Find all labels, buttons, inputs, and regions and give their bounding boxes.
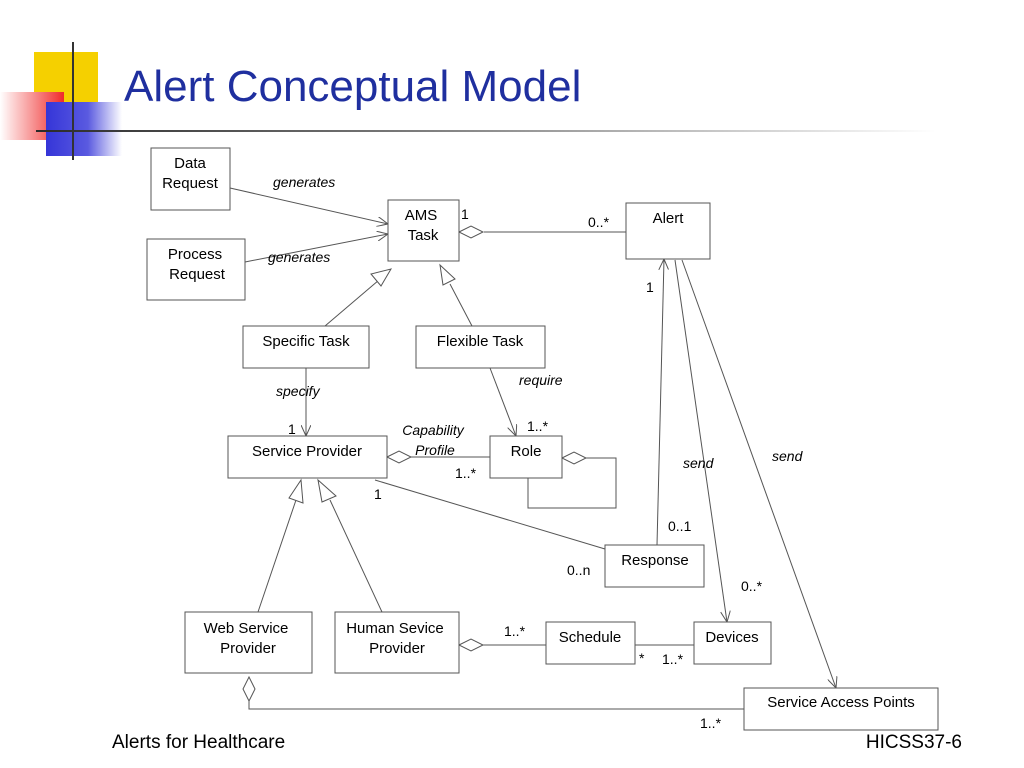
- multiplicity: 0..n: [567, 562, 590, 578]
- edge-web-sp-sap: [248, 701, 744, 710]
- label-generates: generates: [268, 249, 330, 265]
- box-web-service-provider: Web Service Provider: [184, 611, 313, 674]
- box-text: Alert: [653, 210, 685, 227]
- box-text: Role: [511, 443, 542, 460]
- edge-human-sp-sp: [329, 499, 383, 613]
- aggregation-diamond-web: [242, 675, 256, 703]
- box-text: Response: [621, 552, 689, 569]
- edge-sp-response: [374, 479, 606, 550]
- footer-right: HICSS37-6: [865, 732, 962, 753]
- edge-process-request-ams: [244, 234, 388, 263]
- multiplicity-labels: 1 0..* 1 1 1..* 1..* 1 0..1 0..n 0..* 1.…: [288, 206, 763, 731]
- edge-alert-devices: [674, 259, 727, 622]
- edge-flexible-task-ams: [449, 283, 473, 327]
- label-require: require: [519, 372, 563, 388]
- relationship-labels: generates generates specify require Capa…: [268, 174, 804, 471]
- aggregation-diamond-human: [457, 638, 485, 652]
- box-text: Service Provider: [252, 443, 362, 460]
- box-flexible-task: Flexible Task: [415, 325, 546, 369]
- box-role: Role: [489, 435, 563, 479]
- deco-blue-square: [46, 102, 122, 156]
- label-specify: specify: [276, 383, 321, 399]
- box-text: AMS: [405, 207, 438, 224]
- edge-specific-task-ams: [324, 279, 380, 327]
- label-generates: generates: [273, 174, 335, 190]
- edge-flexible-task-role: [489, 367, 516, 436]
- box-text: Process: [168, 246, 222, 263]
- box-text: Devices: [705, 629, 758, 646]
- label-capability: Capability: [402, 422, 464, 438]
- slide-title: Alert Conceptual Model: [124, 62, 582, 111]
- box-data-request: Data Request: [150, 147, 231, 211]
- multiplicity: 1: [374, 486, 382, 502]
- multiplicity: 1..*: [527, 418, 549, 434]
- box-text: Data: [174, 155, 206, 172]
- box-text: Request: [162, 175, 219, 192]
- box-devices: Devices: [693, 621, 772, 665]
- multiplicity: 1..*: [455, 465, 477, 481]
- generalization-triangle-human: [317, 478, 337, 503]
- edge-web-sp-sp: [257, 499, 297, 613]
- multiplicity: 1..*: [662, 651, 684, 667]
- box-alert: Alert: [625, 202, 711, 260]
- title-rule: [36, 130, 936, 132]
- generalization-triangle-web: [288, 478, 304, 504]
- label-profile: Profile: [415, 442, 455, 458]
- box-response: Response: [604, 544, 705, 588]
- box-text: Human Sevice: [346, 620, 444, 637]
- edge-role-self: [527, 457, 617, 509]
- aggregation-diamond-ams: [457, 225, 485, 239]
- box-service-provider: Service Provider: [227, 435, 388, 479]
- multiplicity: 0..1: [668, 518, 692, 534]
- generalization-triangle-specific: [370, 268, 393, 287]
- box-schedule: Schedule: [545, 621, 636, 665]
- connectors: [229, 187, 836, 710]
- edge-data-request-ams: [229, 187, 388, 224]
- multiplicity: 0..*: [588, 214, 610, 230]
- box-text: Flexible Task: [437, 333, 524, 350]
- box-text: Task: [408, 227, 439, 244]
- multiplicity: 1..*: [700, 715, 722, 731]
- aggregation-diamond-sp: [385, 450, 413, 464]
- aggregation-diamond-role: [560, 451, 588, 465]
- deco-vertical-line: [72, 42, 74, 160]
- multiplicity: 1: [461, 206, 469, 222]
- multiplicity: 1: [646, 279, 654, 295]
- box-text: Schedule: [559, 629, 622, 646]
- box-ams-task: AMS Task: [387, 199, 460, 262]
- box-specific-task: Specific Task: [242, 325, 370, 369]
- multiplicity: 0..*: [741, 578, 763, 594]
- box-human-service-provider: Human Sevice Provider: [334, 611, 460, 674]
- edge-alert-sap: [681, 259, 836, 688]
- multiplicity: 1..*: [504, 623, 526, 639]
- box-service-access-points: Service Access Points: [743, 687, 939, 731]
- edge-response-alert: [656, 259, 664, 546]
- box-text: Provider: [369, 640, 425, 657]
- box-text: Service Access Points: [767, 694, 915, 711]
- multiplicity: 1: [288, 421, 296, 437]
- label-send: send: [683, 455, 715, 471]
- label-send: send: [772, 448, 804, 464]
- box-text: Request: [169, 266, 226, 283]
- box-text: Specific Task: [262, 333, 350, 350]
- box-text: Web Service: [204, 620, 289, 637]
- footer-left: Alerts for Healthcare: [112, 732, 286, 753]
- generalization-triangle-flexible: [439, 263, 456, 286]
- multiplicity: *: [639, 650, 645, 666]
- box-process-request: Process Request: [146, 238, 246, 301]
- box-text: Provider: [220, 640, 276, 657]
